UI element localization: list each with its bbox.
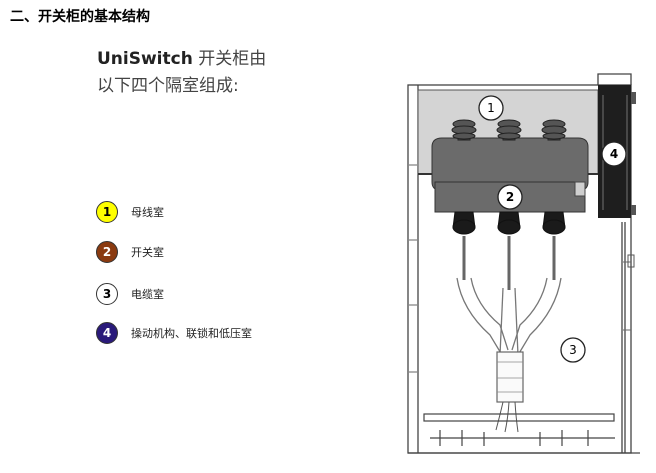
callout-2-label: 2: [506, 190, 514, 204]
brand-name: UniSwitch: [97, 49, 193, 69]
callout-3: 3: [560, 337, 586, 363]
legend-badge-2: 2: [96, 241, 118, 263]
legend-label-2: 开关室: [131, 246, 164, 259]
legend-label-4: 操动机构、联锁和低压室: [131, 327, 252, 340]
earthing-wires: [495, 401, 519, 433]
callout-4: 4: [601, 141, 627, 167]
panel-tab: [631, 92, 636, 104]
legend-label-1: 母线室: [131, 206, 164, 219]
callout-3-label: 3: [569, 343, 577, 357]
legend-label-3: 电缆室: [131, 288, 164, 301]
intro-line-2: 以下四个隔室组成:: [97, 76, 239, 96]
side-latch: [627, 254, 635, 268]
cable-trunk: [496, 351, 524, 403]
callout-1: 1: [478, 95, 504, 121]
callout-4-label: 4: [610, 147, 618, 161]
floor-structure: [408, 413, 640, 454]
cable-terminations: [452, 211, 566, 235]
callout-1-label: 1: [487, 101, 495, 115]
legend-item-mechanism: 4 操动机构、联锁和低压室: [96, 321, 252, 345]
legend-badge-3: 3: [96, 283, 118, 305]
legend-item-cable: 3 电缆室: [96, 282, 164, 306]
intro-line-1-rest: 开关柜由: [192, 49, 267, 69]
cables: [456, 277, 562, 356]
frame-side-hatches: [409, 164, 631, 373]
intro-text: UniSwitch 开关柜由 以下四个隔室组成:: [97, 46, 266, 100]
callout-2: 2: [497, 184, 523, 210]
cable-rods: [462, 236, 556, 290]
bushing-insulators: [451, 119, 567, 141]
section-heading: 二、开关柜的基本结构: [10, 9, 150, 25]
intro-line-1: UniSwitch 开关柜由: [97, 46, 266, 73]
legend-badge-1: 1: [96, 201, 118, 223]
housing-bracket: [574, 181, 586, 197]
legend-badge-4: 4: [96, 322, 118, 344]
legend-item-switch: 2 开关室: [96, 240, 164, 264]
legend-item-busbar: 1 母线室: [96, 200, 164, 224]
panel-tab-lower: [631, 205, 636, 215]
trunk-rings: [497, 361, 523, 393]
